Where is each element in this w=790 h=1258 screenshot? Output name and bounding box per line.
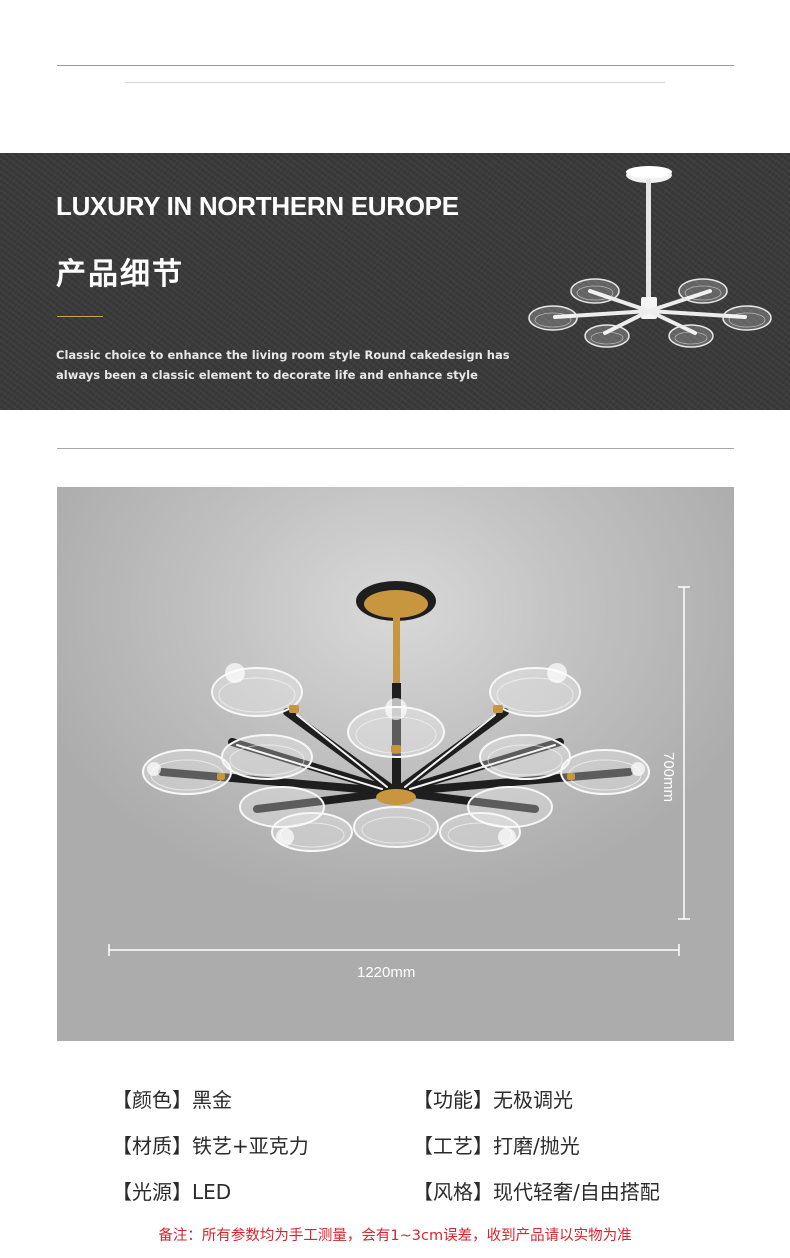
spec-key: 【功能】 [413, 1088, 493, 1112]
banner-title-en: LUXURY IN NORTHERN EUROPE [56, 191, 459, 221]
spec-color: 【颜色】黑金 [112, 1084, 232, 1113]
spec-value: LED [192, 1180, 232, 1204]
top-divider [57, 65, 734, 66]
chandelier-image [108, 581, 690, 956]
spec-key: 【材质】 [112, 1134, 192, 1158]
spec-key: 【光源】 [112, 1180, 192, 1204]
spec-material: 【材质】铁艺+亚克力 [112, 1130, 309, 1159]
spec-function: 【功能】无极调光 [413, 1084, 573, 1113]
product-photo: 700mm 1220mm [57, 487, 734, 1041]
spec-craft: 【工艺】打磨/抛光 [413, 1130, 580, 1159]
width-dimension-label: 1220mm [357, 964, 416, 981]
measurement-note: 备注：所有参数均为手工测量，会有1~3cm误差，收到产品请以实物为准 [158, 1228, 632, 1244]
section-divider [57, 448, 734, 449]
spec-light-source: 【光源】LED [112, 1176, 231, 1205]
spec-value: 无极调光 [493, 1088, 573, 1112]
spec-key: 【颜色】 [112, 1088, 192, 1112]
spec-value: 现代轻奢/自由搭配 [493, 1180, 660, 1204]
height-dimension-label: 700mm [660, 752, 677, 803]
spec-value: 打磨/抛光 [493, 1134, 580, 1158]
banner-chandelier-image [528, 166, 772, 348]
top-subdivider [125, 82, 665, 83]
spec-style: 【风格】现代轻奢/自由搭配 [413, 1176, 660, 1205]
banner-title-cn: 产品细节 [56, 257, 184, 292]
detail-banner: LUXURY IN NORTHERN EUROPE 产品细节 Classic c… [0, 153, 790, 410]
spec-value: 铁艺+亚克力 [192, 1134, 309, 1158]
spec-key: 【风格】 [413, 1180, 493, 1204]
spec-key: 【工艺】 [413, 1134, 493, 1158]
spec-value: 黑金 [192, 1088, 232, 1112]
banner-description: Classic choice to enhance the living roo… [56, 348, 510, 382]
banner-accent-line [57, 316, 103, 317]
